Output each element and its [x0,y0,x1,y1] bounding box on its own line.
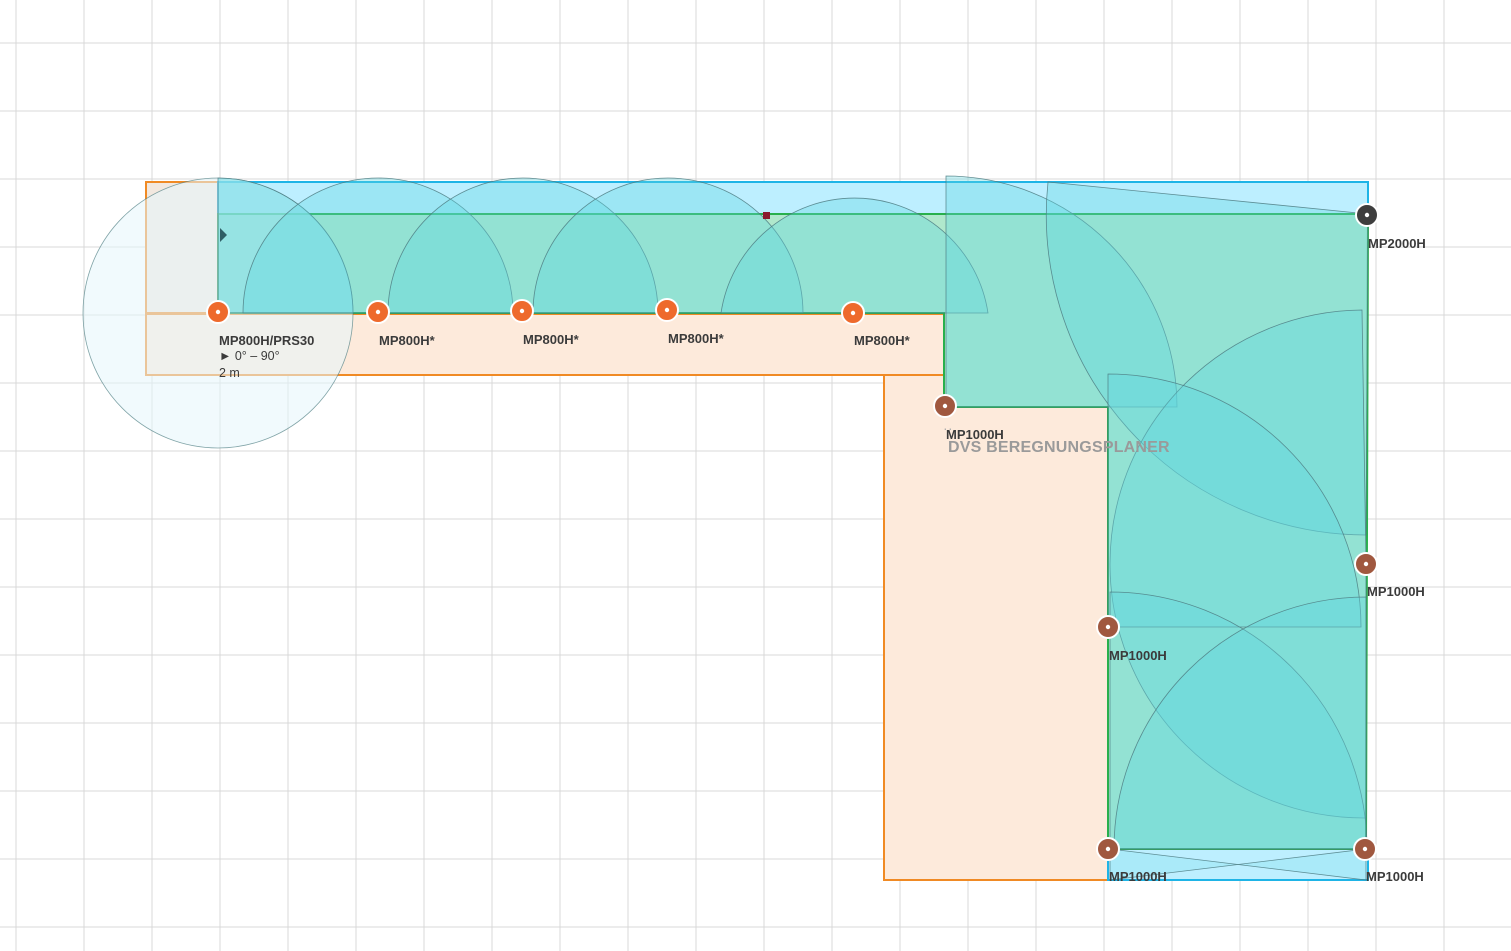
sprinkler-label: MP800H* [668,331,725,346]
vertex-handle[interactable] [763,212,770,219]
spray-arc-s9 [1107,373,1362,628]
spray-arc-s8 [1109,309,1367,819]
sprinkler-label: MP1000H [1109,648,1167,663]
spray-arc-s5 [720,197,989,314]
spray-arc-s1 [217,177,354,314]
spray-arc-s7 [1045,181,1369,536]
sprinkler-radius: 2 m [219,366,240,380]
spray-patterns [82,175,1369,881]
watermark-icon: ∵ [944,425,952,439]
sprinkler-label: MP1000H [1366,869,1424,884]
sprinkler-center-dot [215,309,221,315]
sprinkler-layer: MP800H/PRS30 ► 0° – 90° 2 m MP800H* MP80… [206,203,1426,884]
watermark-logo: ∵ DVS BEREGNUNGSPLANER [944,425,1170,456]
spray-arc-s3 [387,177,659,314]
sprinkler-angle-range: ► 0° – 90° [219,349,280,363]
sprinkler-center-dot [1363,561,1369,567]
spray-arc-s2 [242,177,514,314]
direction-handle-icon[interactable] [220,228,227,242]
spray-arc-s10 [1109,591,1368,850]
sprinkler-center-dot [519,308,525,314]
sprinkler-label: MP1000H [1367,584,1425,599]
sprinkler-center-dot [1105,846,1111,852]
sprinkler-center-dot [1362,846,1368,852]
sprinkler-label: MP800H* [854,333,911,348]
sprinkler-label: MP800H/PRS30 [219,333,314,348]
sprinkler-center-dot [664,307,670,313]
sprinkler-center-dot [375,309,381,315]
sprinkler-s11[interactable]: MP1000H [1353,837,1424,884]
sprinkler-center-dot [942,403,948,409]
sprinkler-label: MP800H* [523,332,580,347]
sprinkler-label: MP2000H [1368,236,1426,251]
sprinkler-label: MP1000H [1109,869,1167,884]
spray-arc-s11 [1113,596,1367,850]
sprinkler-center-dot [1364,212,1370,218]
sprinkler-s5[interactable]: MP800H* [841,301,911,348]
sprinkler-s8[interactable]: MP1000H [1354,552,1425,599]
sprinkler-label: MP1000H [946,427,1004,442]
watermark-text: DVS BEREGNUNGSPLANER [948,439,1170,456]
sprinkler-s9[interactable]: MP1000H [1096,615,1167,663]
sprinkler-center-dot [1105,624,1111,630]
spray-arc-s6 [945,175,1178,408]
spray-arc-s4 [532,177,804,314]
sprinkler-s2[interactable]: MP800H* [366,300,436,348]
sprinkler-s6[interactable]: MP1000H [933,394,1004,442]
sprinkler-center-dot [850,310,856,316]
sprinkler-s1[interactable]: MP800H/PRS30 ► 0° – 90° 2 m [206,300,314,380]
sprinkler-s10[interactable]: MP1000H [1096,837,1167,884]
sprinkler-s7[interactable]: MP2000H [1355,203,1426,251]
sprinkler-label: MP800H* [379,333,436,348]
sprinkler-s4[interactable]: MP800H* [655,298,725,346]
sprinkler-s3[interactable]: MP800H* [510,299,580,347]
